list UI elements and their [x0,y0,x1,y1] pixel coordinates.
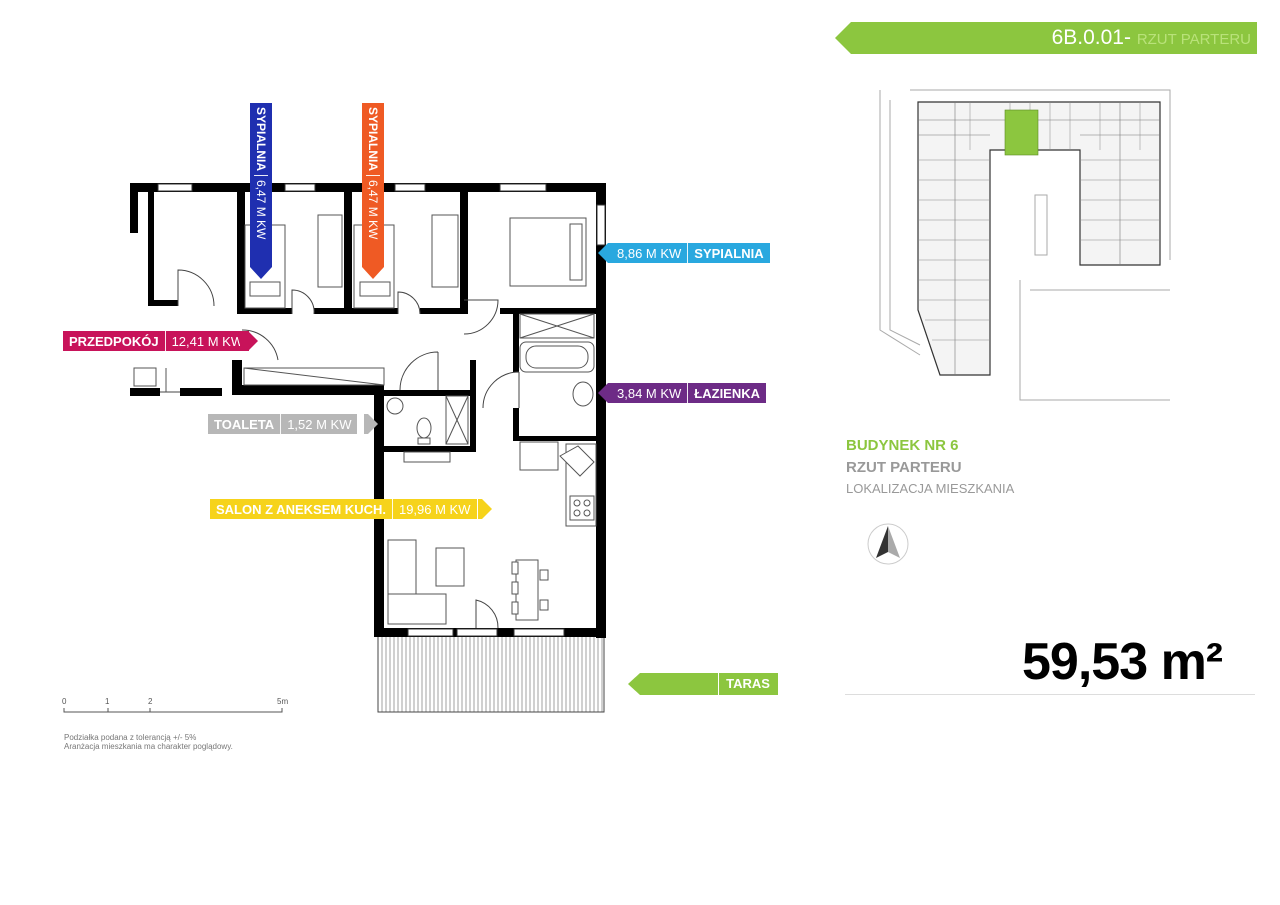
room-area: 1,52 M KW [280,414,357,434]
windows [157,183,606,637]
room-name: ŁAZIENKA [687,383,766,403]
header-banner-shape [835,22,1257,54]
doors [160,269,520,629]
apartment-code: 6B.0.01- [1051,26,1131,49]
building-location: LOKALIZACJA MIESZKANIA [846,481,1015,496]
label-toaleta: TOALETA 1,52 M KW [208,414,358,434]
header-floor: RZUT PARTERU [1136,31,1251,48]
bathroom-fixtures [519,341,595,407]
terrace [377,633,605,713]
total-area: 59,53 m² [1022,633,1223,691]
scale-tick-1: 1 [105,697,110,706]
label-taras: TARAS [718,673,777,695]
label-przedpokoj: PRZEDPOKÓJ 12,41 M KW [63,331,250,351]
label-sypialnia-2-arrow [362,263,384,279]
label-sypialnia-1-arrow [250,263,272,279]
room-name: TOALETA [214,416,275,432]
hall-wardrobe [243,367,385,386]
label-sypialnia-3-arrow [598,243,612,263]
label-taras-shape [628,673,778,695]
scale-note-1: Podziałka podana z tolerancją +/- 5% [64,733,197,742]
site-plan [879,89,1171,401]
room-area: 8,86 M KW [617,245,682,261]
scale-tick-2: 2 [148,697,153,706]
building-floor: RZUT PARTERU [846,459,962,476]
room-name: SYPIALNIA [687,243,769,263]
living-room-furniture [387,539,549,625]
building-name: BUDYNEK NR 6 [846,437,959,454]
compass-icon [867,523,909,565]
room-area: 6,47 M KW [254,175,268,243]
room-name: SYPIALNIA [254,107,268,172]
label-przedpokoj-arrow [240,331,258,351]
header-banner: 6B.0.01- RZUT PARTERU [835,22,1257,54]
room-name: SALON Z ANEKSEM KUCH. [216,501,386,517]
bedroom-3-furniture [509,217,595,339]
label-toaleta-arrow [364,414,378,434]
toilet-fixtures [386,395,469,463]
entrance [133,367,167,392]
kitchen-fixtures [519,441,597,527]
scale-tick-0: 0 [62,697,67,706]
room-area: 3,84 M KW [617,385,682,401]
room-name: SYPIALNIA [366,107,380,172]
scale-bar [63,708,283,713]
scale-tick-5: 5m [277,697,289,706]
bedroom-2-furniture [353,214,459,309]
room-area: 19,96 M KW [391,499,477,519]
room-area: 6,47 M KW [366,175,380,243]
label-sypialnia-3: 8,86 M KW SYPIALNIA [611,243,770,263]
room-name: PRZEDPOKÓJ [69,333,159,349]
label-sypialnia-1: SYPIALNIA 6,47 M KW [250,103,272,263]
label-salon: SALON Z ANEKSEM KUCH. 19,96 M KW [210,499,477,519]
label-lazienka-arrow [598,383,612,403]
room-area: 12,41 M KW [164,331,250,351]
label-salon-arrow [478,499,492,519]
label-lazienka: 3,84 M KW ŁAZIENKA [611,383,767,403]
floor-plan [63,183,606,713]
divider-line [845,694,1255,695]
apartment-highlight [1004,109,1039,156]
label-sypialnia-2: SYPIALNIA 6,47 M KW [362,103,384,263]
scale-note-2: Aranżacja mieszkania ma charakter pogląd… [64,742,233,751]
